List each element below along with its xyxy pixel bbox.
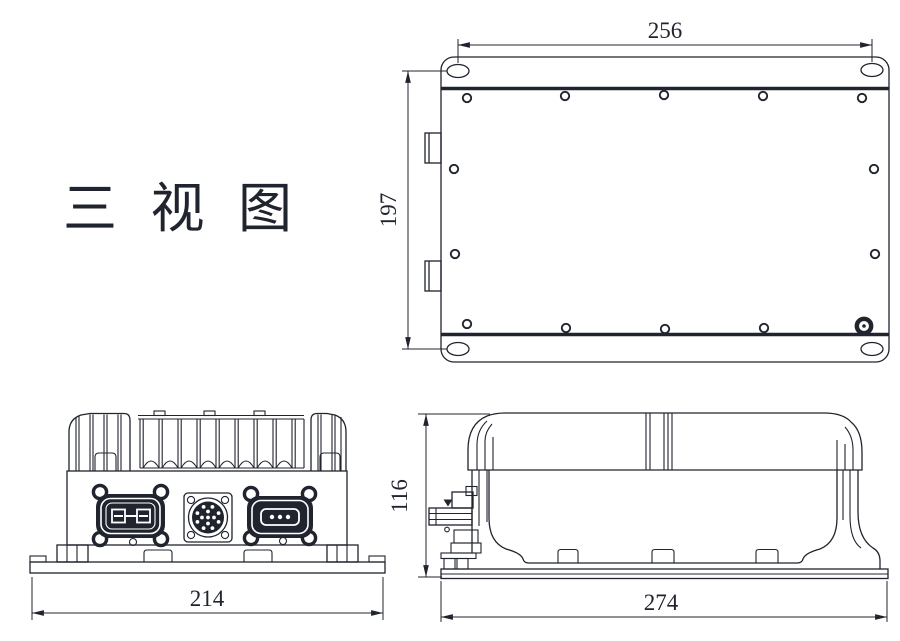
signal-pins	[269, 514, 291, 520]
dim-label-116: 116	[387, 479, 412, 513]
top-view: 256 197	[376, 18, 890, 363]
dim-label-274: 274	[644, 590, 679, 615]
dim-label-256: 256	[648, 18, 683, 43]
mounting-slots	[446, 62, 884, 357]
top-view-outline	[440, 56, 890, 363]
side-tabs	[424, 132, 442, 292]
front-view: 214	[29, 410, 386, 620]
dimension-side-width: 274	[440, 581, 888, 622]
dimension-side-height: 116	[387, 413, 490, 578]
power-pins	[111, 508, 151, 524]
locator-hole	[128, 537, 138, 547]
front-body-outline	[66, 470, 348, 546]
side-connector-profile	[428, 485, 482, 554]
side-cover-draft-lines	[476, 413, 854, 470]
heatsink-fins-right	[310, 412, 347, 471]
dimension-top-height: 197	[376, 70, 447, 350]
cover-screw-holes	[448, 89, 881, 335]
heatsink-fins-left	[68, 412, 131, 471]
side-cover-outline	[467, 412, 863, 471]
side-body	[471, 470, 881, 569]
dimension-front-width: 214	[31, 577, 384, 620]
signal-connector-right	[242, 485, 318, 547]
front-base	[29, 544, 386, 574]
ground-screw	[854, 316, 874, 336]
side-base-plate	[440, 552, 889, 580]
heatsink-fins-center	[138, 410, 305, 469]
top-view-flange-edges	[441, 86, 889, 337]
dim-label-197: 197	[376, 193, 401, 228]
signal-connector-center	[183, 492, 233, 543]
locator-hole	[278, 536, 288, 546]
drawing-title: 三 视 图	[63, 179, 296, 239]
signal-pins	[195, 505, 221, 530]
side-view: 116 274	[387, 412, 889, 622]
dim-label-214: 214	[190, 586, 225, 611]
power-connector-left	[91, 483, 170, 548]
dimension-top-width: 256	[457, 18, 873, 63]
flange-holes	[186, 495, 230, 540]
